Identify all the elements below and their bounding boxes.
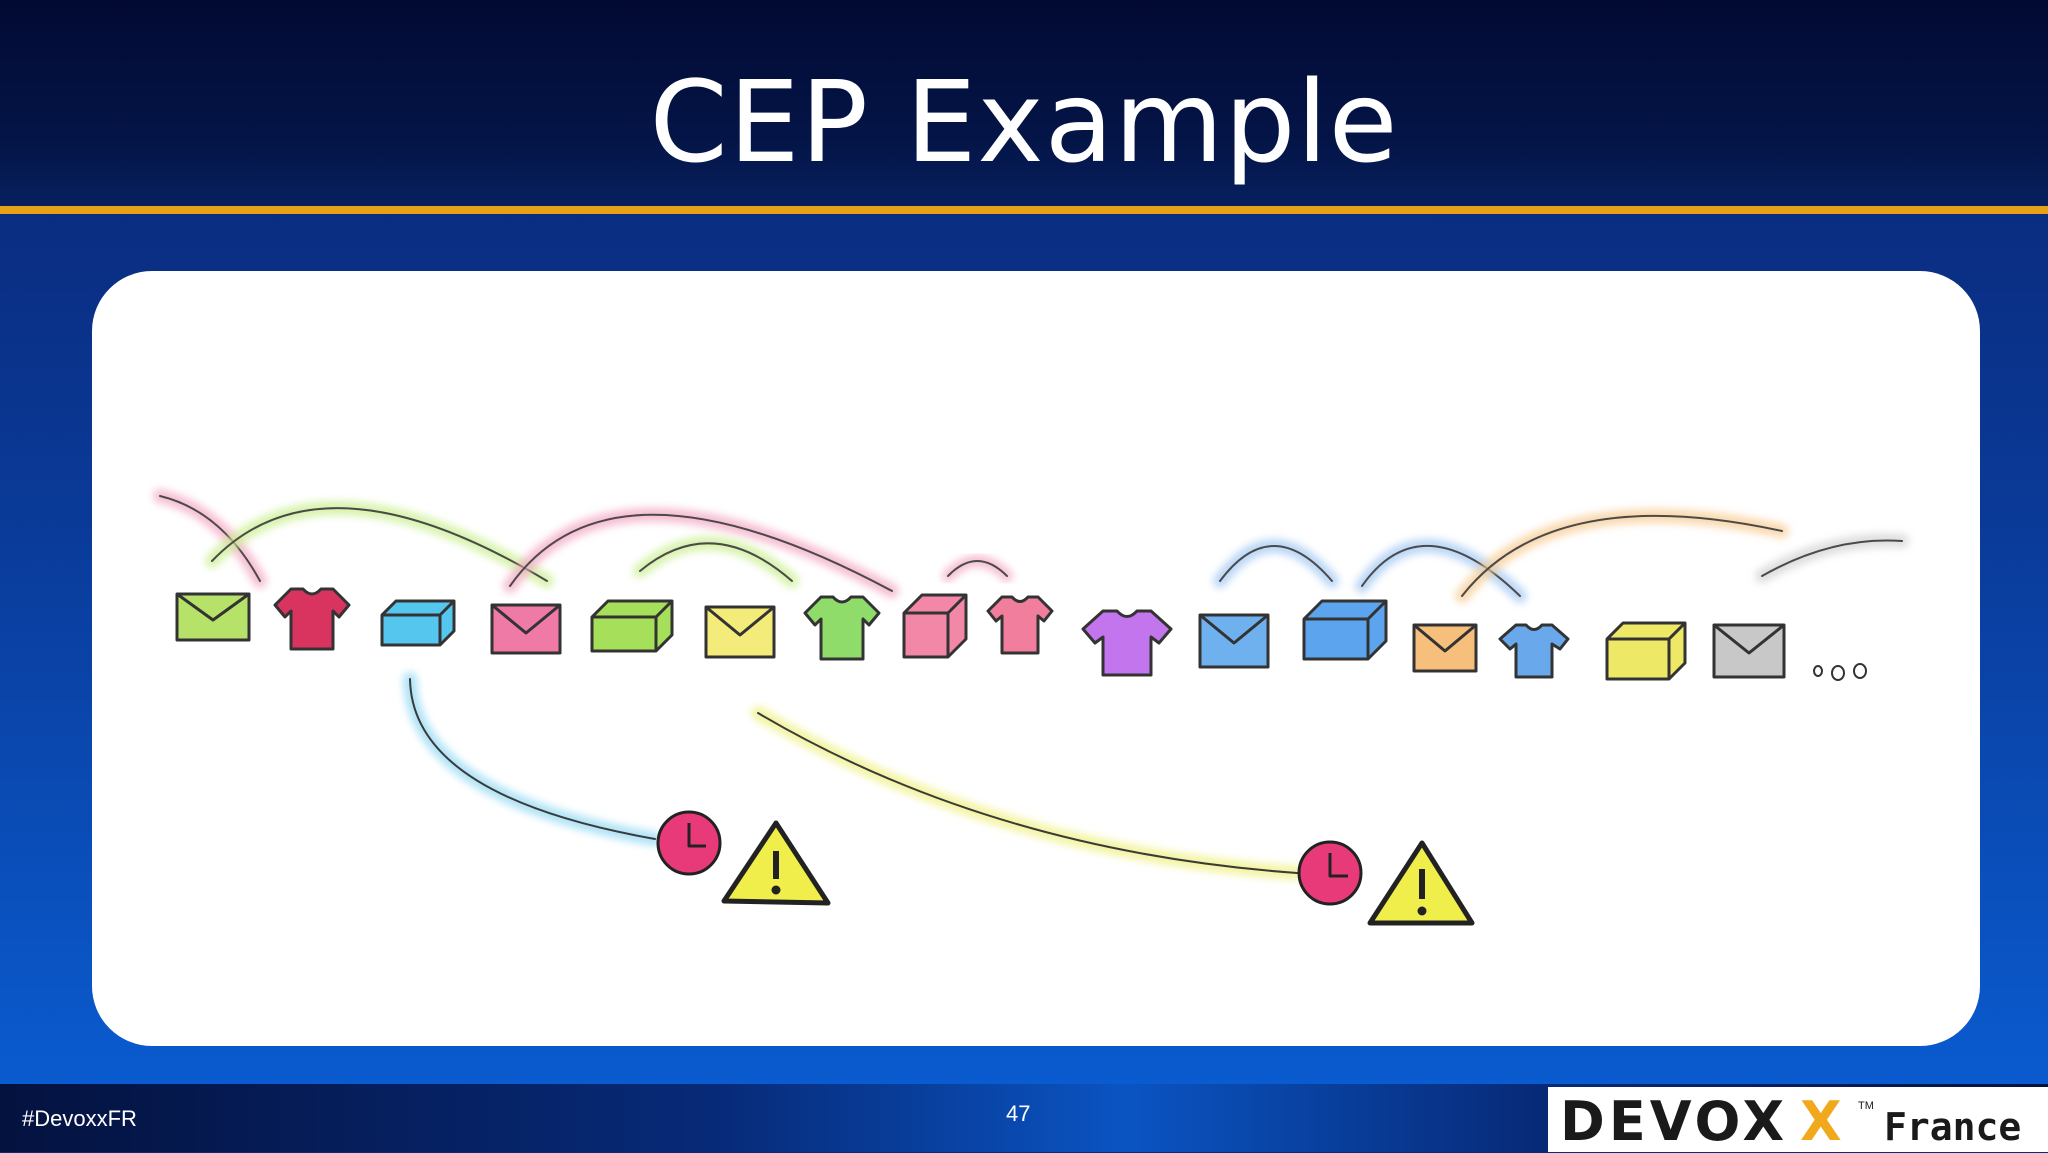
- logo-accent-x: X: [1800, 1090, 1846, 1153]
- alert-paths: [410, 679, 1297, 873]
- slide-title: CEP Example: [0, 58, 2048, 188]
- clock-icon: [1299, 842, 1361, 904]
- tshirt-icon: [1500, 625, 1568, 677]
- logo-france: France: [1884, 1105, 2021, 1149]
- clock-icon: [658, 812, 720, 874]
- box-icon: [592, 601, 672, 651]
- arc-green-2: [640, 543, 792, 581]
- accent-rule: [0, 206, 2048, 214]
- logo-trademark: TM: [1858, 1100, 1874, 1112]
- alert-group-2: [1299, 842, 1472, 923]
- envelope-icon: [1714, 625, 1784, 677]
- illustration-card: [92, 271, 1980, 1046]
- box-icon: [1304, 601, 1386, 659]
- tshirt-icon: [275, 589, 349, 649]
- event-hashtag: #DevoxxFR: [22, 1106, 137, 1132]
- envelope-icon: [177, 594, 249, 640]
- tshirt-icon: [1083, 611, 1171, 675]
- box-icon: [904, 595, 966, 657]
- logo-wordmark: DEVOX: [1560, 1090, 1788, 1153]
- warning-icon: [724, 823, 828, 903]
- cep-sketch: [92, 271, 1980, 1046]
- alert-group-1: [658, 812, 828, 903]
- arc-pink-2: [510, 515, 892, 591]
- tshirt-icon: [988, 597, 1052, 653]
- warning-icon: [1370, 843, 1472, 923]
- alert-path-yellow-halo: [758, 713, 1297, 873]
- envelope-icon: [492, 605, 560, 653]
- box-icon: [382, 601, 454, 645]
- event-stream: [177, 589, 1866, 680]
- arc-gray-1: [1762, 540, 1902, 576]
- continuation-dots: [1814, 664, 1866, 680]
- arc-green-1: [212, 508, 547, 581]
- correlation-arcs: [160, 496, 1902, 596]
- envelope-icon: [1200, 615, 1268, 667]
- page-number: 47: [1006, 1101, 1030, 1127]
- box-icon: [1607, 623, 1685, 679]
- alert-path-yellow: [758, 713, 1297, 873]
- alert-path-blue: [410, 679, 655, 839]
- envelope-icon: [706, 607, 774, 657]
- arc-pink-2-line: [510, 515, 892, 591]
- envelope-icon: [1414, 625, 1476, 671]
- tshirt-icon: [805, 597, 879, 659]
